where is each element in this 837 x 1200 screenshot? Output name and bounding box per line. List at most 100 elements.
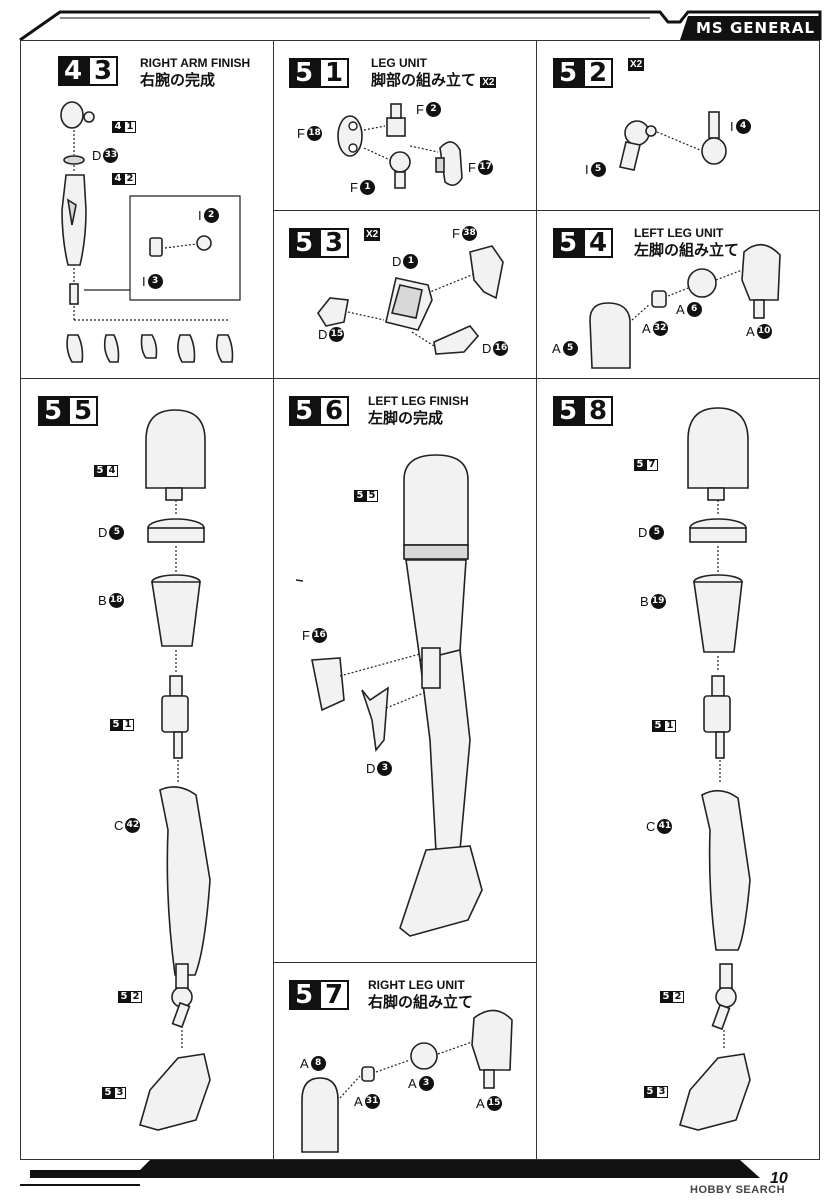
part-letter: F [350, 180, 358, 195]
part-letter: I [198, 208, 202, 223]
quantity-badge: X2 [364, 228, 381, 241]
part-number: 3 [377, 761, 393, 776]
step-minor: 7 [319, 980, 349, 1010]
part-letter: I [730, 119, 734, 134]
ref-b: 3 [114, 1087, 126, 1099]
ref-a: 5 [118, 991, 130, 1003]
step-title: RIGHT ARM FINISH 右腕の完成 [140, 56, 250, 90]
step-minor: 1 [319, 58, 349, 88]
title-jp-row: 脚部の組み立て X2 [371, 71, 497, 90]
step-5-8-panel [536, 378, 820, 1160]
step-minor: 6 [319, 396, 349, 426]
ref-b: 7 [646, 459, 658, 471]
ref-a: 5 [634, 459, 646, 471]
part-letter: A [746, 324, 755, 339]
title-jp: 左脚の完成 [368, 410, 444, 427]
step-major: 5 [289, 58, 319, 88]
step-major: 5 [553, 396, 583, 426]
part-letter: A [676, 302, 685, 317]
part-number: 4 [735, 119, 751, 134]
step-major: 5 [553, 58, 583, 88]
step-minor: 4 [583, 228, 613, 258]
part-number: 1 [403, 254, 419, 269]
part-letter: D [98, 525, 108, 540]
part-number: 42 [125, 818, 141, 833]
joint-illustration [619, 111, 727, 171]
step-major: 4 [58, 56, 88, 86]
part-letter: D [366, 761, 376, 776]
part-number: 10 [756, 324, 772, 339]
part-letter: A [408, 1076, 417, 1091]
left-leg-finish-illustration [295, 454, 483, 937]
page-number: 10 [770, 1170, 788, 1187]
watermark: HOBBY SEARCH [690, 1184, 786, 1196]
right-leg-assembly-illustration [679, 407, 751, 1131]
part-number: 32 [652, 321, 668, 336]
left-leg-unit-illustration [589, 243, 781, 369]
part-number: 2 [425, 102, 441, 117]
step-major: 5 [38, 396, 68, 426]
part-letter: D [92, 148, 102, 163]
part-number: 5 [649, 525, 665, 540]
ref-a: 5 [110, 719, 122, 731]
leg-armor-illustration [317, 245, 504, 355]
title-en: RIGHT ARM FINISH [140, 56, 251, 70]
part-number: 18 [306, 126, 322, 141]
part-number: 17 [477, 160, 493, 175]
quantity-badge: X2 [628, 58, 645, 71]
part-number: 5 [109, 525, 125, 540]
title-en: RIGHT LEG UNIT [368, 978, 465, 992]
ref-a: 5 [354, 490, 366, 502]
part-letter: A [354, 1094, 363, 1109]
part-letter: C [114, 818, 124, 833]
step-major: 5 [289, 396, 319, 426]
step-minor: 2 [583, 58, 613, 88]
title-jp: 脚部の組み立て [371, 72, 477, 89]
part-letter: B [640, 594, 649, 609]
step-major: 5 [289, 228, 319, 258]
title-jp: 右腕の完成 [140, 72, 216, 89]
ref-b: 3 [656, 1086, 668, 1098]
part-letter: F [452, 226, 460, 241]
step-5-5-panel [20, 378, 275, 1160]
part-letter: C [646, 819, 656, 834]
step-minor: 5 [68, 396, 98, 426]
part-letter: A [476, 1096, 485, 1111]
part-letter: D [392, 254, 402, 269]
part-number: 2 [203, 208, 219, 223]
ref-b: 1 [122, 719, 134, 731]
ref-a: 5 [660, 991, 672, 1003]
title-jp: 左脚の組み立て [634, 242, 740, 259]
